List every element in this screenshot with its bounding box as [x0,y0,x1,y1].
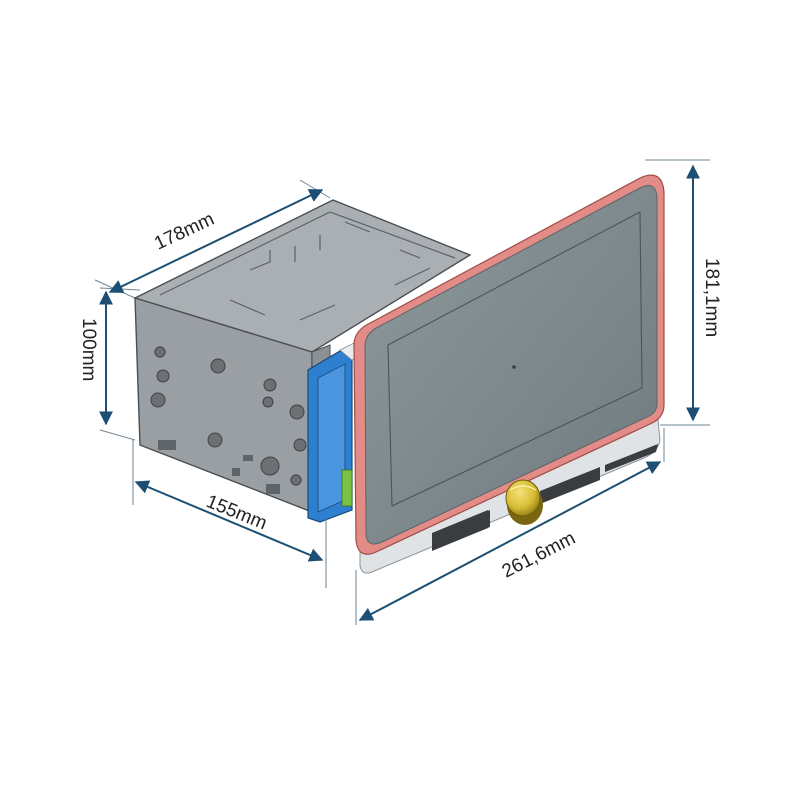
label-screen-width: 261,6mm [499,528,579,583]
dim-line-screen-width [358,461,662,621]
label-bottom-depth: 155mm [203,491,270,534]
dimension-lines [94,159,710,625]
screen-display-area [387,211,643,507]
screen-glass [364,185,658,545]
dim-line-bottom-depth [134,480,324,562]
dim-line-top-depth [108,189,324,293]
label-chassis-height: 100mm [78,318,99,381]
mounting-bracket [307,333,373,523]
label-top-depth: 178mm [151,209,217,255]
label-screen-height: 181,1mm [701,258,722,337]
